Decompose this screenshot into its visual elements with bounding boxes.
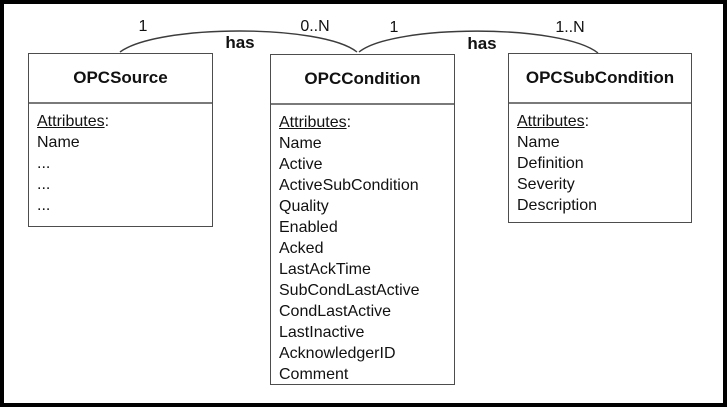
attribute-item: AcknowledgerID [279,345,396,362]
attributes-heading-colon: : [346,114,352,131]
cardinality-condition-left-side: 0..N [300,18,330,35]
attributes-heading: Attributes: [279,112,446,133]
attribute-item: LastInactive [279,324,365,341]
has-arc-condition-subcondition [358,30,599,54]
entity-opccondition-attributes: Attributes: Name Active ActiveSubConditi… [271,105,454,384]
relationship-label-has-1: has [225,33,255,52]
attributes-heading: Attributes: [517,111,683,132]
attribute-item: Quality [279,198,329,215]
attribute-item: Enabled [279,219,338,236]
attributes-heading-colon: : [584,113,590,130]
attribute-item: ... [37,197,51,214]
attributes-heading-word: Attributes [37,113,105,130]
attribute-item: Acked [279,240,324,257]
attribute-item: Active [279,156,323,173]
has-arc-source-condition [119,30,358,53]
attributes-heading-colon: : [104,113,110,130]
attribute-item: Comment [279,366,349,383]
entity-opccondition: OPCCondition Attributes: Name Active Act… [270,54,455,385]
entity-opcsource-attributes: Attributes: Name ... ... ... [29,104,212,226]
attributes-heading-word: Attributes [517,113,585,130]
entity-opccondition-title: OPCCondition [271,55,454,105]
attribute-item: Definition [517,155,584,172]
attribute-item: Severity [517,176,575,193]
attributes-heading-word: Attributes [279,114,347,131]
entity-opcsubcondition-attributes: Attributes: Name Definition Severity Des… [509,104,691,222]
attributes-heading: Attributes: [37,111,204,132]
attribute-item: Name [279,135,322,152]
attribute-item: ActiveSubCondition [279,177,419,194]
attribute-item: Name [517,134,560,151]
cardinality-source-side: 1 [138,18,148,35]
relationship-label-has-2: has [467,34,497,53]
entity-opcsubcondition: OPCSubCondition Attributes: Name Definit… [508,53,692,223]
cardinality-subcondition-side: 1..N [555,19,585,36]
attribute-item: LastAckTime [279,261,371,278]
cardinality-condition-right-side: 1 [389,19,399,36]
attribute-item: Description [517,197,598,214]
entity-opcsource-title: OPCSource [29,54,212,104]
entity-opcsubcondition-title: OPCSubCondition [509,54,691,104]
attribute-item: Name [37,134,80,151]
attribute-item: SubCondLastActive [279,282,420,299]
attribute-item: CondLastActive [279,303,392,320]
entity-opcsource: OPCSource Attributes: Name ... ... ... [28,53,213,227]
attribute-item: ... [37,155,51,172]
attribute-item: ... [37,176,51,193]
